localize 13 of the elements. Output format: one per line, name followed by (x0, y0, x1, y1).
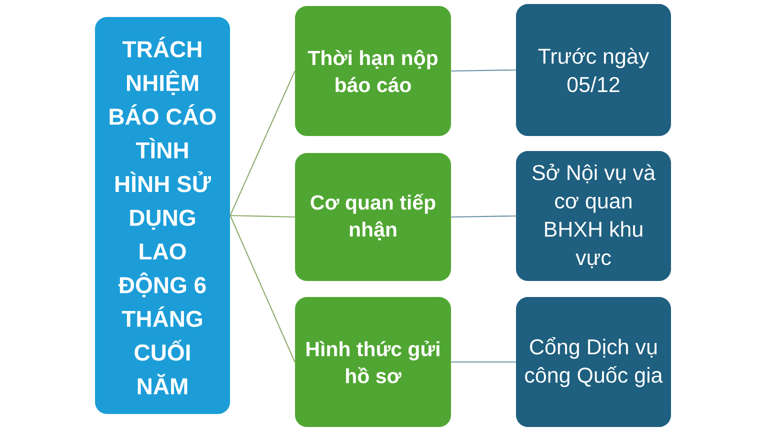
connector-line (451, 361, 516, 363)
category-box: Thời hạn nộp báo cáo (295, 6, 451, 136)
connector-line (230, 214, 295, 218)
category-box: Hình thức gửi hồ sơ (295, 297, 451, 427)
detail-box: Sở Nội vụ và cơ quan BHXH khu vực (516, 151, 671, 281)
connector-line (230, 215, 296, 362)
connector-line (451, 215, 516, 218)
category-box: Cơ quan tiếp nhận (295, 153, 451, 281)
topic-box: TRÁCH NHIỆM BÁO CÁO TÌNH HÌNH SỬ DỤNG LAO ĐỘNG 6 THÁNG CUỐI NĂM (95, 17, 230, 414)
connector-line (230, 70, 296, 216)
detail-box: Trước ngày 05/12 (516, 4, 671, 136)
detail-box: Cổng Dịch vụ công Quốc gia (516, 297, 671, 427)
connector-line (451, 69, 516, 72)
